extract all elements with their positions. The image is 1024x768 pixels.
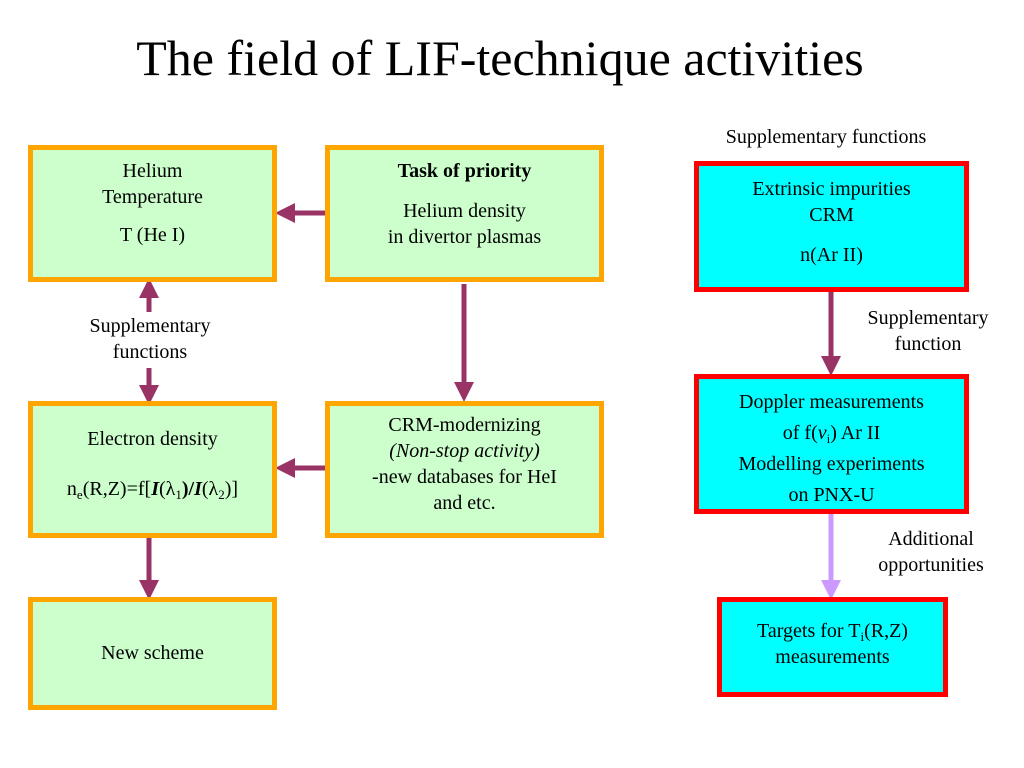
helium-temperature-line1: Helium <box>122 160 183 182</box>
crm-modernizing-box: CRM-modernizing (Non-stop activity) -new… <box>325 401 604 538</box>
doppler-line3: Modelling experiments <box>738 453 925 475</box>
task-priority-heading: Task of priority <box>397 160 532 182</box>
helium-temperature-line3: T (He I) <box>119 224 186 246</box>
doppler-box: Doppler measurements of f(vi) Ar II Mode… <box>694 374 969 514</box>
supplementary-function-right-label: Supplementary function <box>867 307 989 355</box>
new-scheme-box: New scheme <box>28 597 277 710</box>
doppler-line1: Doppler measurements <box>739 391 924 413</box>
extrinsic-impurities-line1: Extrinsic impurities <box>752 178 911 200</box>
doppler-line2: of f(vi) Ar II <box>782 422 881 446</box>
page-title: The field of LIF-technique activities <box>136 30 864 86</box>
targets-line1: Targets for Ti(R,Z) <box>757 620 908 644</box>
task-priority-line2: in divertor plasmas <box>387 226 542 248</box>
crm-modernizing-line1: CRM-modernizing <box>388 414 541 436</box>
electron-density-formula: ne(R,Z)=f[I(λ1)/I(λ2)] <box>66 478 239 502</box>
electron-density-box: Electron density ne(R,Z)=f[I(λ1)/I(λ2)] <box>28 401 277 538</box>
additional-opportunities-label: Additional opportunities <box>878 528 984 576</box>
supplementary-functions-left-label: Supplementary functions <box>89 315 211 363</box>
extrinsic-impurities-line3: n(Ar II) <box>800 244 863 266</box>
crm-modernizing-line4: and etc. <box>433 492 496 514</box>
crm-modernizing-line2: (Non-stop activity) <box>389 440 540 462</box>
targets-line2: measurements <box>775 646 890 668</box>
extrinsic-impurities-box: Extrinsic impurities CRM n(Ar II) <box>694 161 969 292</box>
targets-box: Targets for Ti(R,Z) measurements <box>717 597 948 697</box>
crm-modernizing-line3: -new databases for HeI <box>372 466 557 488</box>
doppler-line4: on PNX-U <box>788 484 875 506</box>
supplementary-functions-top-label: Supplementary functions <box>725 126 927 148</box>
electron-density-line1: Electron density <box>87 428 218 450</box>
helium-temperature-box: Helium Temperature T (He I) <box>28 145 277 282</box>
task-priority-line1: Helium density <box>403 200 526 222</box>
helium-temperature-line2: Temperature <box>102 186 203 208</box>
task-priority-box: Task of priority Helium density in diver… <box>325 145 604 282</box>
extrinsic-impurities-line2: CRM <box>809 204 854 226</box>
new-scheme-line1: New scheme <box>101 642 204 664</box>
